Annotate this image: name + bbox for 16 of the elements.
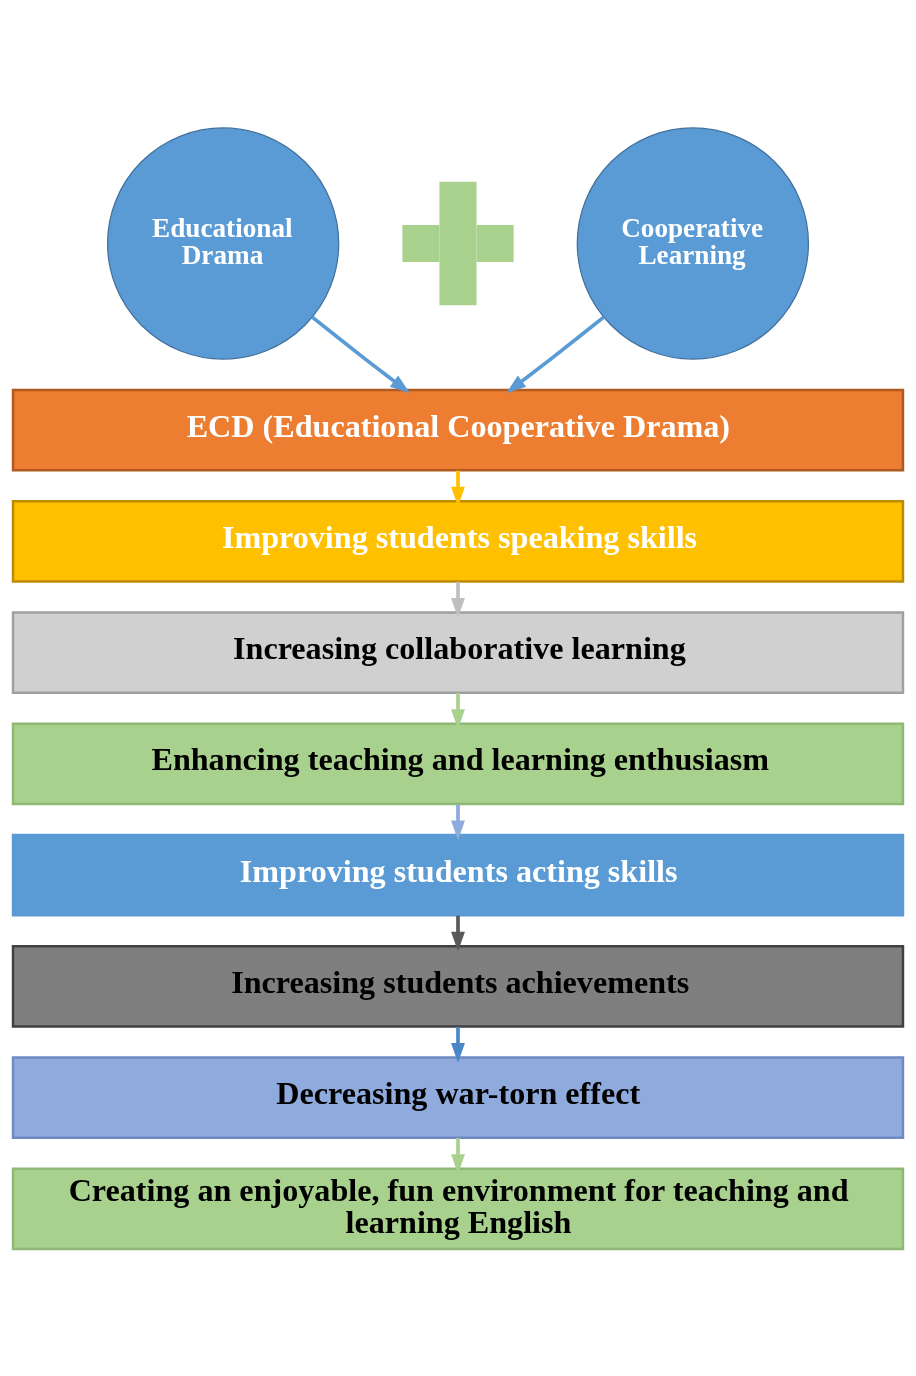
node-box: Increasing students achievements [11,944,905,1028]
node-box: Enhancing teaching and learning enthusiasm [11,722,905,805]
arrow [506,315,605,393]
node-box: Increasing collaborative learning [11,610,905,694]
node-box: Decreasing war-torn effect [11,1055,905,1139]
node-circle: Cooperative Learning [576,126,810,360]
arrow [451,803,465,840]
node-circle: Educational Drama [106,126,340,360]
arrow [451,581,465,618]
node-box: Improving students speaking skills [11,499,905,583]
arrow [311,315,410,393]
node-box: Improving students acting skills [11,833,905,917]
arrow [451,1026,465,1063]
arrow [451,915,465,952]
node-box: Creating an enjoyable, fun environment for teaching and learning English [11,1166,905,1250]
node-box: ECD (Educational Cooperative Drama) [11,388,905,472]
